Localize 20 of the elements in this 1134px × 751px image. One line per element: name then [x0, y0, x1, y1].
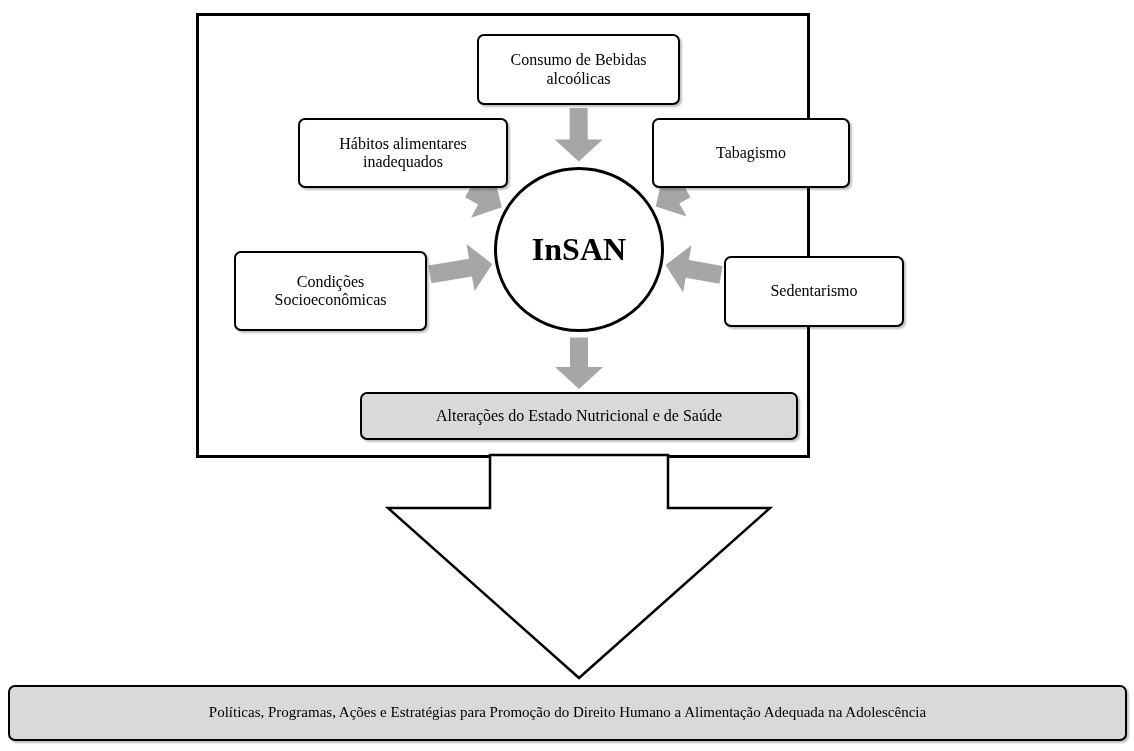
text-box: [477, 34, 680, 105]
node-label: Sedentarismo: [770, 282, 858, 301]
text-box: [724, 256, 904, 327]
node-label: Tabagismo: [716, 143, 786, 163]
node-label: Consumo de Bebidas alcoólicas: [509, 51, 648, 88]
text-box: [652, 118, 850, 188]
text-box: [8, 685, 1127, 741]
node-label: Hábitos alimentares inadequados: [338, 134, 468, 172]
node-label: Condições Socioeconômicas: [273, 272, 388, 310]
block-arrow: [665, 245, 723, 293]
block-arrow: [428, 243, 493, 292]
block-arrow: [555, 337, 603, 389]
node-label: InSAN: [531, 231, 627, 268]
node-label: Políticas, Programas, Ações e Estratégias para Promoção do Direito Humano a Alimentação Adequada na Adolescência: [208, 704, 927, 722]
block-arrow: [554, 108, 603, 162]
text-box: [234, 251, 427, 331]
block-arrow: [384, 453, 774, 680]
node-label: Alterações do Estado Nutricional e de Saúde: [435, 406, 723, 426]
text-box: [298, 118, 508, 188]
text-box: [360, 392, 798, 440]
